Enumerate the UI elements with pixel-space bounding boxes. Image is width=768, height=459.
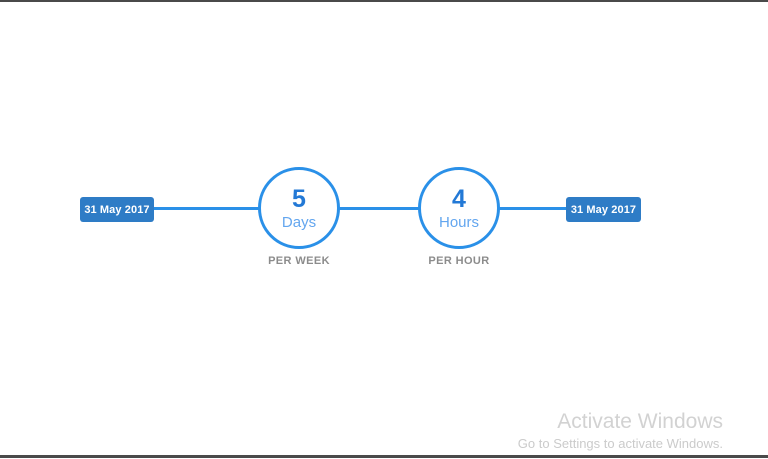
- windows-activation-watermark: Activate Windows Go to Settings to activ…: [518, 409, 723, 453]
- node-caption-per-week: PER WEEK: [268, 255, 330, 267]
- connector-node-2-to-end: [499, 207, 567, 210]
- top-edge-rule: [0, 0, 768, 2]
- start-date-badge[interactable]: 31 May 2017: [80, 197, 154, 222]
- watermark-subtitle: Go to Settings to activate Windows.: [517, 436, 723, 451]
- end-date-badge[interactable]: 31 May 2017: [566, 197, 641, 222]
- timeline-node-per-hour[interactable]: 4 Hours PER HOUR: [418, 167, 500, 267]
- end-date-label: 31 May 2017: [570, 203, 637, 216]
- node-unit-per-week: Days: [281, 213, 317, 231]
- bottom-edge-rule: [0, 455, 768, 458]
- node-value-per-hour: 4: [452, 184, 466, 213]
- node-circle-per-week[interactable]: 5 Days: [258, 167, 340, 249]
- node-circle-per-hour[interactable]: 4 Hours: [418, 167, 500, 249]
- connector-node-1-to-node-2: [339, 207, 419, 210]
- node-unit-per-hour: Hours: [438, 213, 479, 231]
- node-value-per-week: 5: [292, 184, 306, 213]
- node-caption-per-hour: PER HOUR: [428, 255, 490, 267]
- start-date-label: 31 May 2017: [84, 203, 150, 216]
- watermark-title: Activate Windows: [557, 410, 723, 433]
- connector-start-to-node-1: [154, 207, 259, 210]
- timeline-node-per-week[interactable]: 5 Days PER WEEK: [258, 167, 340, 267]
